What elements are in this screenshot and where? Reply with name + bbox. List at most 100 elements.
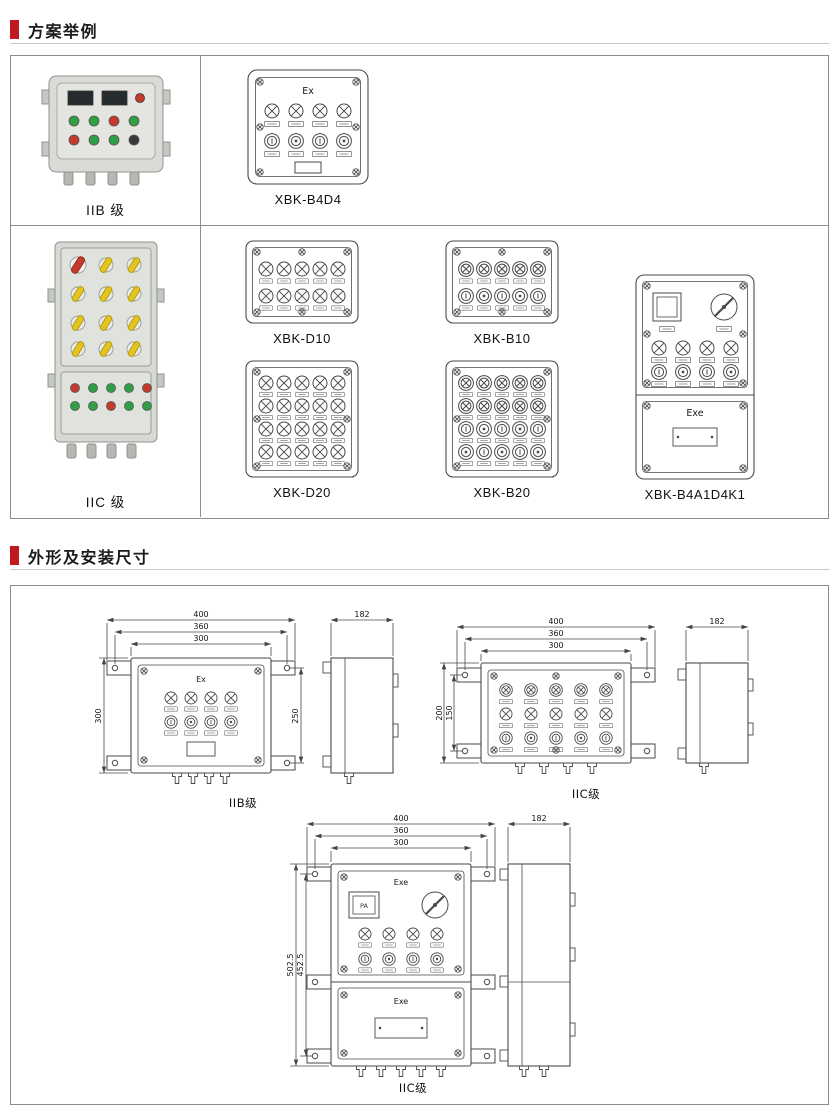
xbk-b4a1d4k1-block: Exe XBK-B4A1D4K1 — [633, 272, 757, 502]
section-accent-bar — [10, 20, 19, 39]
section-dimensions-header: 外形及安装尺寸 — [10, 542, 830, 570]
iib-cable-glands — [63, 171, 139, 186]
illuminated-button-row — [458, 261, 546, 284]
dimension-drawing-iic-tall: 400 360 300 502.5 452.5 — [286, 814, 576, 1095]
table-row-iic: IIC 级 — [11, 226, 828, 517]
panel-marking-exe-top: Exe — [394, 878, 409, 887]
dim-body-height: 200 — [435, 705, 444, 720]
xbk-d20-label: XBK-D20 — [273, 485, 331, 500]
iib-depth-dim: 182 — [330, 610, 394, 656]
iic-buttons — [69, 383, 152, 411]
dim-depth: 182 — [354, 610, 369, 619]
panel-marking-ex: Ex — [302, 86, 314, 97]
xbk-b4d4-block: Ex XBK-B4D4 — [245, 67, 371, 207]
indicator-lamp-row — [651, 340, 739, 363]
iic-tall-depth-dim: 182 — [507, 814, 571, 862]
bottom-window — [294, 161, 322, 174]
drawing-xbk-b4d4: Ex — [247, 69, 369, 185]
push-button-row — [499, 731, 613, 753]
iic-small-front-view — [456, 662, 656, 774]
bottom-window — [186, 741, 216, 757]
xbk-d20-block: XBK-D20 — [243, 358, 361, 500]
iib-displays — [67, 90, 145, 106]
iic-tall-height-dims: 502.5 452.5 — [286, 863, 329, 1067]
iib-front-view: Ex — [106, 657, 296, 784]
push-button-row — [458, 288, 546, 311]
section-examples-title: 方案举例 — [28, 23, 99, 41]
mounting-lugs — [306, 866, 496, 1064]
cable-glands — [356, 1065, 446, 1077]
drawing-xbk-d10 — [245, 240, 359, 324]
dim-hole-spacing-height: 150 — [445, 705, 454, 720]
dim-overall-width: 400 — [548, 617, 563, 626]
iic-tall-drawing-label: IIC级 — [399, 1081, 427, 1095]
dim-overall-width: 400 — [393, 814, 408, 823]
selector-switch — [710, 293, 738, 321]
iic-photo-label: IIC 级 — [85, 495, 126, 510]
panel-marking-exe-bottom: Exe — [394, 997, 409, 1006]
indicator-lamp-row — [264, 103, 352, 127]
corner-screws — [453, 248, 551, 316]
iib-height-dims: 300 250 — [94, 657, 304, 774]
corner-screws — [340, 873, 462, 1057]
push-button-row — [164, 715, 238, 736]
push-button-row — [264, 133, 352, 157]
iib-box-body — [41, 75, 170, 173]
iic-small-side-view: 182 — [677, 617, 754, 774]
side-cable-gland — [519, 1065, 529, 1077]
iic-small-depth-dim: 182 — [685, 617, 749, 661]
xbk-b10-label: XBK-B10 — [473, 331, 531, 346]
panel-outline — [247, 69, 369, 185]
drawing-xbk-b20 — [445, 360, 559, 478]
dimension-drawings-box: 400 360 300 300 250 — [10, 585, 829, 1105]
corner-screws — [453, 368, 551, 470]
iib-side-view: 182 — [322, 610, 399, 784]
iib-drawing-label: IIB级 — [229, 796, 257, 810]
dim-hole-spacing-width: 360 — [193, 622, 208, 631]
product-photo-iic — [47, 241, 164, 459]
iic-small-drawing-label: IIC级 — [572, 787, 600, 801]
product-photo-iib — [41, 75, 170, 186]
panel-outline — [635, 274, 755, 480]
dimension-drawing-iib: 400 360 300 300 250 — [94, 610, 399, 810]
dim-body-width: 300 — [548, 641, 563, 650]
xbk-d10-block: XBK-D10 — [243, 238, 361, 346]
xbk-b10-block: XBK-B10 — [443, 238, 561, 346]
iic-drawings-cell: XBK-D10 — [201, 226, 828, 517]
section-dimensions-title: 外形及安装尺寸 — [28, 549, 151, 567]
iic-tall-front-view: Exe PA Exe — [306, 863, 496, 1077]
panel-outline — [445, 240, 559, 324]
illuminated-button-row — [499, 683, 613, 705]
switch-tag — [716, 326, 732, 332]
indicator-lamp-grid — [258, 375, 346, 467]
corner-screws — [253, 248, 351, 316]
iic-tall-side-view: 182 — [499, 814, 576, 1077]
table-row-iib: IIB 级 Ex — [11, 56, 828, 226]
xbk-b4a1d4k1-label: XBK-B4A1D4K1 — [644, 487, 746, 502]
xbk-b20-block: XBK-B20 — [443, 358, 561, 500]
xbk-b4d4-label: XBK-B4D4 — [274, 192, 342, 207]
push-button-row — [651, 364, 739, 387]
dim-depth: 182 — [531, 814, 546, 823]
dimension-drawing-iic-small: 400 360 300 200 150 — [435, 617, 754, 801]
side-cable-gland — [344, 772, 354, 784]
indicator-lamp-row — [358, 927, 444, 948]
iib-buttons — [68, 115, 139, 146]
dim-body-height: 300 — [94, 708, 103, 723]
dim-overall-width: 400 — [193, 610, 208, 619]
iib-drawings-cell: Ex XBK-B4D4 — [201, 56, 828, 225]
indicator-lamp-row — [499, 707, 613, 729]
panel-marking-ex: Ex — [196, 675, 206, 684]
ammeter-marking-pa: PA — [360, 902, 369, 910]
dim-hole-spacing-width: 360 — [548, 629, 563, 638]
selector-switch — [421, 891, 449, 919]
iic-small-width-dims: 400 360 300 — [456, 617, 656, 670]
section-accent-bar — [10, 546, 19, 565]
panel-outline — [445, 360, 559, 478]
dim-hole-spacing-height: 452.5 — [296, 954, 305, 977]
xbk-b20-label: XBK-B20 — [473, 485, 531, 500]
dim-hole-spacing-height: 250 — [291, 708, 300, 723]
scheme-examples-table: IIB 级 Ex — [10, 55, 829, 519]
dim-body-height: 502.5 — [286, 954, 295, 977]
